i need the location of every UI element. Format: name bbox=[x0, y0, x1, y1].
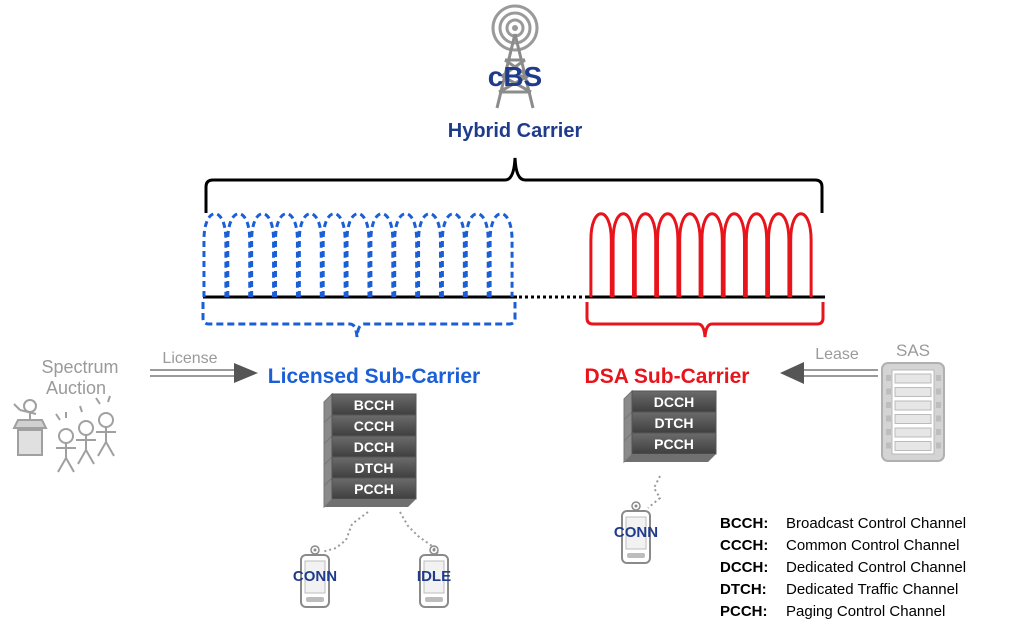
legend-abbr: DCCH: bbox=[720, 559, 768, 576]
channel-label-dtch: DTCH bbox=[355, 460, 394, 476]
sas-slot-led bbox=[886, 415, 891, 422]
channel-label-bcch: BCCH bbox=[354, 397, 394, 413]
dsa-lobe-3 bbox=[633, 212, 658, 297]
dsa-lobe-7 bbox=[722, 212, 747, 297]
licensed-lobe-10 bbox=[417, 212, 443, 297]
legend-abbr: DTCH: bbox=[720, 581, 767, 598]
dsa-subcarrier-lobes bbox=[589, 212, 813, 297]
dsa-subcarrier-label: DSA Sub-Carrier bbox=[585, 365, 750, 388]
sas-slot-led bbox=[936, 442, 941, 449]
legend-desc: Paging Control Channel bbox=[786, 603, 945, 620]
license-arrow-icon bbox=[150, 363, 258, 383]
channel-label-ccch: CCCH bbox=[354, 418, 394, 434]
stack-base bbox=[624, 454, 716, 462]
base-station-tower-icon bbox=[491, 4, 539, 109]
licensed-lobe-7 bbox=[345, 212, 371, 297]
lease-arrow-icon bbox=[780, 362, 878, 384]
dsa-brace bbox=[585, 302, 825, 338]
sas-slot bbox=[894, 387, 932, 397]
legend-desc: Broadcast Control Channel bbox=[786, 515, 966, 532]
sas-slot bbox=[894, 414, 932, 424]
device-state-label: IDLE bbox=[417, 568, 451, 585]
sas-slot-led bbox=[936, 375, 941, 381]
dsa-lobe-5 bbox=[678, 212, 702, 297]
licensed-lobe-9 bbox=[393, 212, 419, 297]
licensed-lobe-5 bbox=[297, 212, 323, 297]
license-arrow-label: License bbox=[162, 350, 217, 367]
licensed-lobe-6 bbox=[321, 212, 347, 297]
dsa-lobe-2 bbox=[611, 212, 636, 297]
spectrum-auction-label-line1: Spectrum bbox=[41, 357, 118, 377]
sas-slot-led bbox=[936, 388, 941, 395]
dsa-lobe-4 bbox=[655, 212, 680, 297]
legend-abbr: CCCH: bbox=[720, 537, 768, 554]
legend-desc: Common Control Channel bbox=[786, 537, 959, 554]
sas-slot-led bbox=[936, 429, 941, 435]
licensed-lobe-8 bbox=[369, 212, 395, 297]
sas-slot-led bbox=[886, 402, 891, 408]
licensed-subcarrier-label: Licensed Sub-Carrier bbox=[268, 365, 480, 388]
sas-slot-led bbox=[886, 429, 891, 435]
sas-label: SAS bbox=[896, 341, 930, 360]
hybrid-carrier-brace bbox=[204, 157, 824, 213]
dsa-lobe-1 bbox=[589, 212, 613, 297]
device-state-label: CONN bbox=[614, 524, 658, 541]
phone-device-icon: IDLE bbox=[417, 545, 451, 608]
channel-slab: DCCH bbox=[623, 389, 717, 422]
base-station-label: cBS bbox=[488, 61, 542, 92]
dsa-lobe-8 bbox=[744, 212, 769, 297]
dsa-channel-stack: DCCH DTCH PCCH bbox=[623, 389, 717, 464]
legend-desc: Dedicated Control Channel bbox=[786, 559, 966, 576]
phone-device-icon: CONN bbox=[293, 545, 337, 608]
licensed-lobe-2 bbox=[226, 212, 252, 297]
sas-slot-led bbox=[886, 375, 891, 381]
channel-label-dcch: DCCH bbox=[654, 394, 694, 410]
spectrum-auction-label-line2: Auction bbox=[46, 378, 106, 398]
licensed-lobe-4 bbox=[273, 212, 299, 297]
legend-desc: Dedicated Traffic Channel bbox=[786, 581, 958, 598]
dsa-lobe-9 bbox=[766, 212, 791, 297]
sas-slot bbox=[894, 400, 932, 411]
licensed-subcarrier-lobes bbox=[202, 212, 514, 297]
phone-device-icon: CONN bbox=[614, 501, 658, 564]
sas-slot-led bbox=[936, 415, 941, 422]
dsa-lobe-6 bbox=[700, 212, 724, 297]
sas-slot-led bbox=[936, 402, 941, 408]
licensed-lobe-12 bbox=[464, 212, 490, 297]
sas-slot-led bbox=[886, 442, 891, 449]
channel-label-pcch: PCCH bbox=[354, 481, 394, 497]
sas-server-icon bbox=[881, 362, 945, 462]
device-state-label: CONN bbox=[293, 568, 337, 585]
channel-slab: DTCH bbox=[323, 455, 417, 488]
licensed-lobe-11 bbox=[440, 212, 466, 297]
sas-slot bbox=[894, 441, 932, 451]
channel-label-dtch: DTCH bbox=[655, 415, 694, 431]
licensed-channel-stack: BCCH CCCH DCCH DTCH PCCH bbox=[323, 392, 417, 509]
channel-label-dcch: DCCH bbox=[354, 439, 394, 455]
stack-base bbox=[324, 499, 416, 507]
lease-arrow-label: Lease bbox=[815, 346, 859, 363]
hybrid-carrier-label: Hybrid Carrier bbox=[448, 120, 583, 142]
sas-slot bbox=[894, 373, 932, 384]
licensed-lobe-13 bbox=[488, 212, 514, 297]
sas-slot-led bbox=[886, 388, 891, 395]
dsa-lobe-10 bbox=[789, 212, 813, 297]
auction-bidders-icon bbox=[12, 395, 116, 473]
licensed-lobe-1 bbox=[202, 212, 228, 297]
channel-label-pcch: PCCH bbox=[654, 436, 694, 452]
legend-abbr: PCCH: bbox=[720, 603, 768, 620]
licensed-lobe-3 bbox=[250, 212, 276, 297]
legend-abbr: BCCH: bbox=[720, 515, 768, 532]
licensed-brace bbox=[201, 302, 517, 338]
devices: CONN IDLE CONN bbox=[293, 501, 658, 608]
sas-slot bbox=[894, 427, 932, 438]
